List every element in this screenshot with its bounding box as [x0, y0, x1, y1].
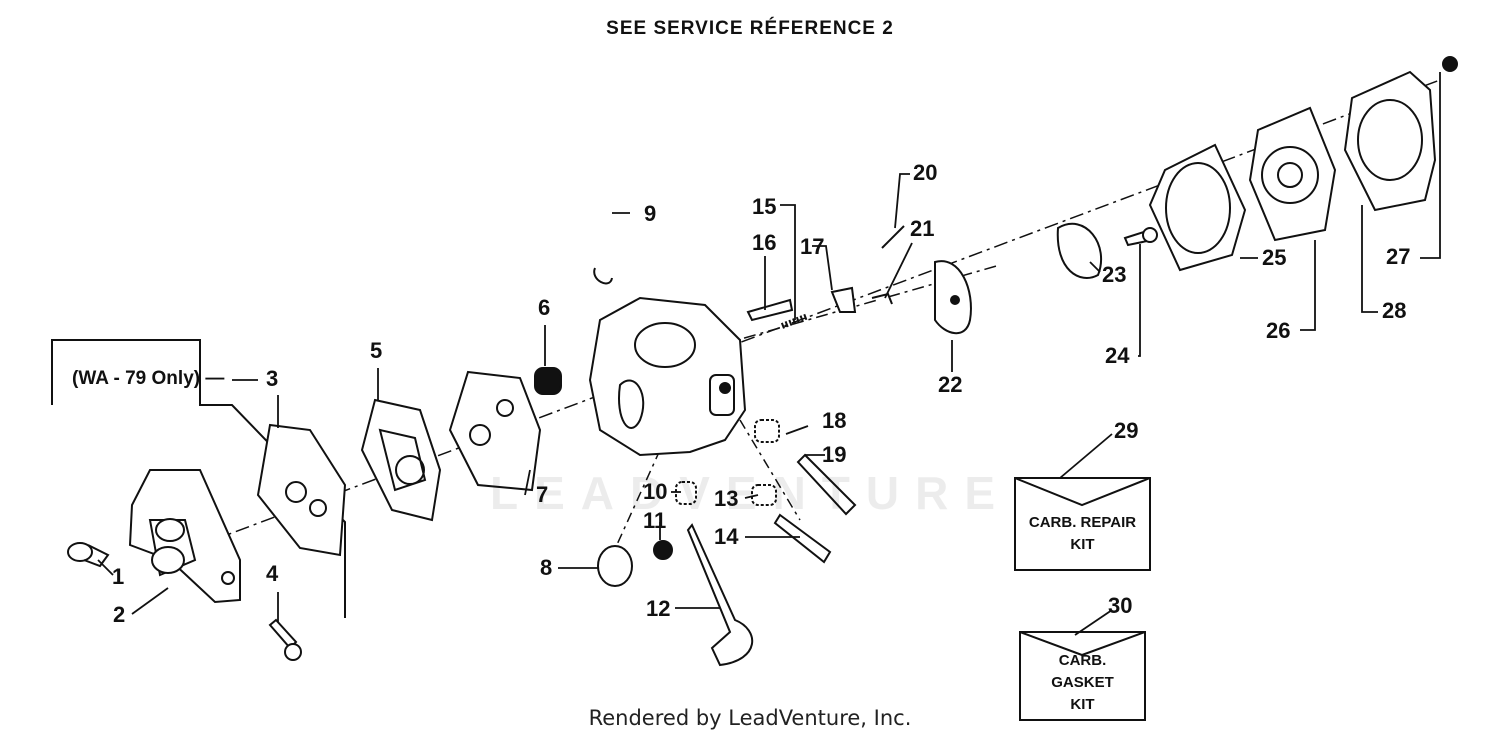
callout-12[interactable]: 12 [646, 596, 671, 621]
assembly-axis [159, 79, 1441, 561]
callout-29[interactable]: 29 [1114, 418, 1139, 443]
part-23-plate [1056, 222, 1103, 279]
callout-4[interactable]: 4 [266, 561, 279, 586]
callout-30[interactable]: 30 [1108, 593, 1133, 618]
callout-20[interactable]: 20 [913, 160, 938, 185]
part-9-clip [593, 267, 613, 285]
part-20-pin [881, 225, 905, 249]
wa79-bracket [51, 339, 346, 618]
part-2-pump-cover [128, 469, 241, 604]
footer-credit: Rendered by LeadVenture, Inc. [588, 706, 912, 730]
callout-26[interactable]: 26 [1266, 318, 1291, 343]
leader-lines [97, 72, 1441, 636]
part-25-gasket [1148, 143, 1247, 272]
part-27-screw [1442, 56, 1458, 72]
part-11-nut [653, 540, 673, 560]
callout-11[interactable]: 11 [643, 508, 667, 533]
carb-gasket-kit-label: CARB. GASKET KIT [1020, 650, 1145, 716]
part-14-screw [773, 513, 832, 564]
callout-28[interactable]: 28 [1382, 298, 1407, 323]
callout-3[interactable]: 3 [266, 366, 279, 391]
part-24-screw [1123, 227, 1158, 247]
gasket-kit-line1: CARB. [1058, 652, 1107, 669]
part-1-screw [67, 542, 110, 568]
part-19-screw [796, 453, 857, 516]
callout-5[interactable]: 5 [370, 338, 383, 363]
part-4-screw [268, 618, 302, 661]
page-title: SEE SERVICE RÉFERENCE 2 [606, 18, 894, 39]
part-15-spring [780, 313, 810, 329]
callout-14[interactable]: 14 [714, 524, 739, 549]
callout-18[interactable]: 18 [822, 408, 847, 433]
carburetor-body [588, 296, 747, 457]
callout-16[interactable]: 16 [752, 230, 777, 255]
part-3-gasket [256, 423, 347, 557]
part-16-needle [746, 298, 794, 322]
part-26-diaphragm [1248, 106, 1337, 242]
part-28-cover [1343, 70, 1437, 212]
callout-9[interactable]: 9 [644, 201, 657, 226]
callout-21[interactable]: 21 [910, 216, 935, 241]
callout-19[interactable]: 19 [822, 442, 847, 467]
part-6-spring [534, 367, 562, 395]
repair-kit-line1: CARB. REPAIR [1028, 514, 1137, 531]
part-5-diaphragm [360, 398, 442, 522]
part-8-disc [597, 545, 633, 587]
callout-6[interactable]: 6 [538, 295, 551, 320]
callout-17[interactable]: 17 [800, 234, 825, 259]
gasket-kit-line3: KIT [1070, 696, 1095, 713]
callout-2[interactable]: 2 [113, 602, 126, 627]
callout-25[interactable]: 25 [1262, 245, 1287, 270]
callout-15[interactable]: 15 [752, 194, 777, 219]
carb-gasket-kit-envelope [1019, 631, 1146, 721]
part-22-throttle-plate [934, 260, 972, 335]
repair-kit-line2: KIT [1070, 536, 1095, 553]
axis-branch [739, 419, 801, 521]
axis-branch [609, 449, 661, 561]
carb-repair-kit-envelope [1014, 477, 1151, 571]
part-13-spring [751, 484, 777, 506]
callout-8[interactable]: 8 [540, 555, 553, 580]
carb-repair-kit-label: CARB. REPAIR KIT [1015, 512, 1150, 556]
callout-27[interactable]: 27 [1386, 244, 1411, 269]
watermark-text: LEADVENTURE [490, 467, 1012, 519]
callout-23[interactable]: 23 [1102, 262, 1127, 287]
part-12-lever [686, 523, 754, 667]
callout-7[interactable]: 7 [536, 482, 549, 507]
part-7-gasket [448, 370, 542, 492]
part-17-lever [830, 286, 857, 313]
part-18-spring [754, 419, 780, 443]
wa79-note: (WA - 79 Only) — [72, 368, 225, 389]
callout-10[interactable]: 10 [643, 479, 668, 504]
gasket-kit-line2: GASKET [1051, 674, 1114, 691]
callout-22[interactable]: 22 [938, 372, 963, 397]
callout-1[interactable]: 1 [112, 564, 125, 589]
part-10-spring [675, 481, 697, 505]
part-21-screw [871, 292, 893, 305]
callout-24[interactable]: 24 [1105, 343, 1130, 368]
callout-13[interactable]: 13 [714, 486, 739, 511]
